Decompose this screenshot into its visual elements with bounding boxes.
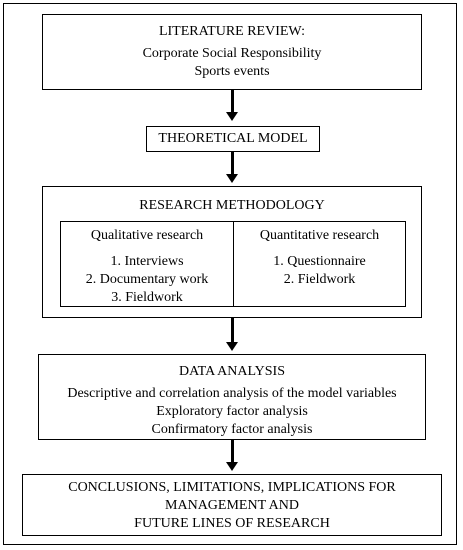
- qualitative-item: 3. Fieldwork: [111, 290, 183, 305]
- qualitative-item: 2. Documentary work: [85, 272, 209, 287]
- data-analysis-title: DATA ANALYSIS: [179, 364, 285, 379]
- research-methodology-title: RESEARCH METHODOLOGY: [139, 198, 325, 213]
- conclusions-line: CONCLUSIONS, LIMITATIONS, IMPLICATIONS F…: [68, 480, 396, 495]
- methods-table: Qualitative research 1. Interviews 2. Do…: [60, 221, 406, 307]
- conclusions-line: MANAGEMENT AND: [165, 498, 299, 513]
- data-analysis-item: Descriptive and correlation analysis of …: [67, 386, 397, 401]
- research-methodology-box: RESEARCH METHODOLOGY Qualitative researc…: [42, 186, 422, 318]
- theoretical-model-title: THEORETICAL MODEL: [158, 131, 308, 146]
- conclusions-line: FUTURE LINES OF RESEARCH: [134, 516, 330, 531]
- literature-review-item: Sports events: [194, 64, 270, 79]
- diagram-frame: [3, 3, 457, 545]
- conclusions-box: CONCLUSIONS, LIMITATIONS, IMPLICATIONS F…: [22, 474, 442, 536]
- quantitative-item: 1. Questionnaire: [273, 254, 366, 269]
- theoretical-model-box: THEORETICAL MODEL: [146, 126, 320, 152]
- literature-review-title: LITERATURE REVIEW:: [158, 24, 306, 39]
- data-analysis-item: Confirmatory factor analysis: [151, 422, 313, 437]
- literature-review-box: LITERATURE REVIEW: Corporate Social Resp…: [42, 14, 422, 90]
- qualitative-item: 1. Interviews: [110, 254, 184, 269]
- methods-divider: [233, 222, 234, 306]
- literature-review-item: Corporate Social Responsibility: [142, 46, 322, 61]
- data-analysis-box: DATA ANALYSIS Descriptive and correlatio…: [38, 354, 426, 440]
- quantitative-item: 2. Fieldwork: [283, 272, 356, 287]
- data-analysis-item: Exploratory factor analysis: [156, 404, 308, 419]
- qualitative-title: Qualitative research: [90, 228, 204, 243]
- qualitative-column: Qualitative research 1. Interviews 2. Do…: [61, 222, 233, 307]
- quantitative-column: Quantitative research 1. Questionnaire 2…: [234, 222, 405, 289]
- quantitative-title: Quantitative research: [259, 228, 380, 243]
